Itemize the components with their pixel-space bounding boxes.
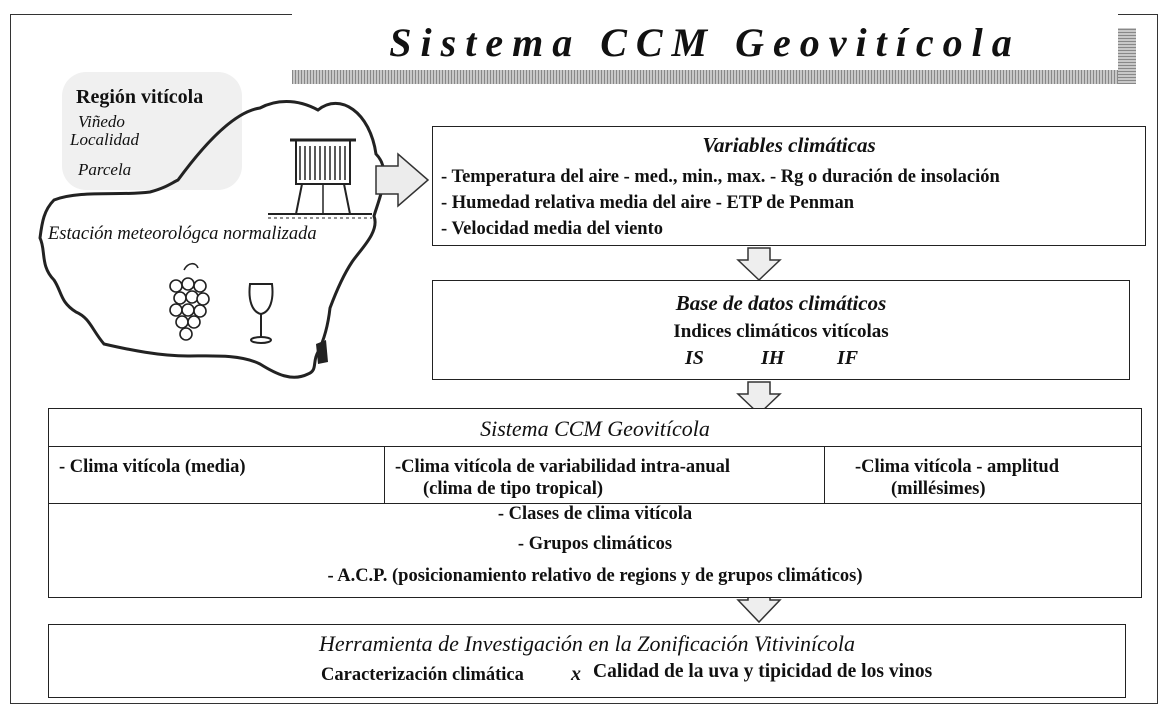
index-is: IS: [685, 347, 704, 369]
ccm-list-item-3: - A.C.P. (posicionamiento relativo de re…: [327, 566, 863, 586]
database-box: Base de datos climáticos Indices climáti…: [432, 280, 1130, 380]
station-label: Estación meteorológca normalizada: [48, 224, 317, 244]
ccm-col3-line1: -Clima vitícola - amplitud: [855, 457, 1060, 477]
arrow-down-1: [736, 247, 782, 282]
ccm-col-3: -Clima vitícola - amplitud (millésimes): [824, 446, 1142, 504]
region-label: Región vitícola: [76, 86, 204, 108]
index-if: IF: [837, 347, 859, 369]
arrow-down-2: [736, 381, 782, 416]
vineyard-label: Viñedo: [78, 112, 125, 131]
variables-item-2: - Humedad relativa media del aire - ETP …: [441, 193, 854, 213]
ccm-col-2: -Clima vitícola de variabilidad intra-an…: [384, 446, 826, 504]
weather-station-icon: [268, 138, 372, 219]
ccm-heading: Sistema CCM Geovitícola: [480, 416, 710, 441]
ccm-list-box: - Clases de clima vitícola - Grupos clim…: [48, 504, 1142, 598]
region-outline: [38, 100, 386, 379]
grapes-icon: [169, 262, 210, 341]
diagram-title: Sistema CCM Geovitícola: [292, 14, 1118, 70]
database-heading: Base de datos climáticos: [675, 291, 887, 315]
title-shadow: [292, 70, 1136, 84]
database-subheading: Indices climáticos vitícolas: [673, 321, 889, 342]
ccm-header-box: Sistema CCM Geovitícola: [48, 408, 1142, 448]
tool-box: Herramienta de Investigación en la Zonif…: [48, 624, 1126, 698]
locality-label: Localidad: [70, 130, 139, 149]
tool-right-text: Calidad de la uva y tipicidad de los vin…: [593, 661, 933, 682]
variables-item-3: - Velocidad media del viento: [441, 219, 664, 239]
tool-cross-mark: x: [571, 663, 581, 685]
ccm-list-item-1: - Clases de clima vitícola: [497, 504, 693, 524]
ccm-col1-text: - Clima vitícola (media): [59, 457, 246, 477]
legend-bubble: [62, 72, 242, 190]
ccm-col3-line2: (millésimes): [891, 479, 986, 499]
index-ih: IH: [761, 347, 785, 369]
ccm-col-1: - Clima vitícola (media): [48, 446, 386, 504]
tool-heading: Herramienta de Investigación en la Zonif…: [318, 631, 856, 656]
title-shadow-side: [1118, 28, 1136, 84]
variables-item-1: - Temperatura del aire - med., min., max…: [441, 167, 1000, 187]
wine-glass-icon: [248, 283, 274, 344]
ccm-col2-line1: -Clima vitícola de variabilidad intra-an…: [395, 457, 731, 477]
variables-box: Variables climáticas - Temperatura del a…: [432, 126, 1146, 246]
ccm-col2-line2: (clima de tipo tropical): [423, 479, 604, 499]
variables-heading: Variables climáticas: [702, 133, 876, 157]
ccm-list-item-2: - Grupos climáticos: [517, 534, 673, 554]
parcel-marker: [316, 340, 328, 364]
arrow-to-variables: [375, 152, 430, 208]
tool-left-text: Caracterización climática: [321, 665, 524, 685]
parcel-label: Parcela: [78, 160, 132, 179]
